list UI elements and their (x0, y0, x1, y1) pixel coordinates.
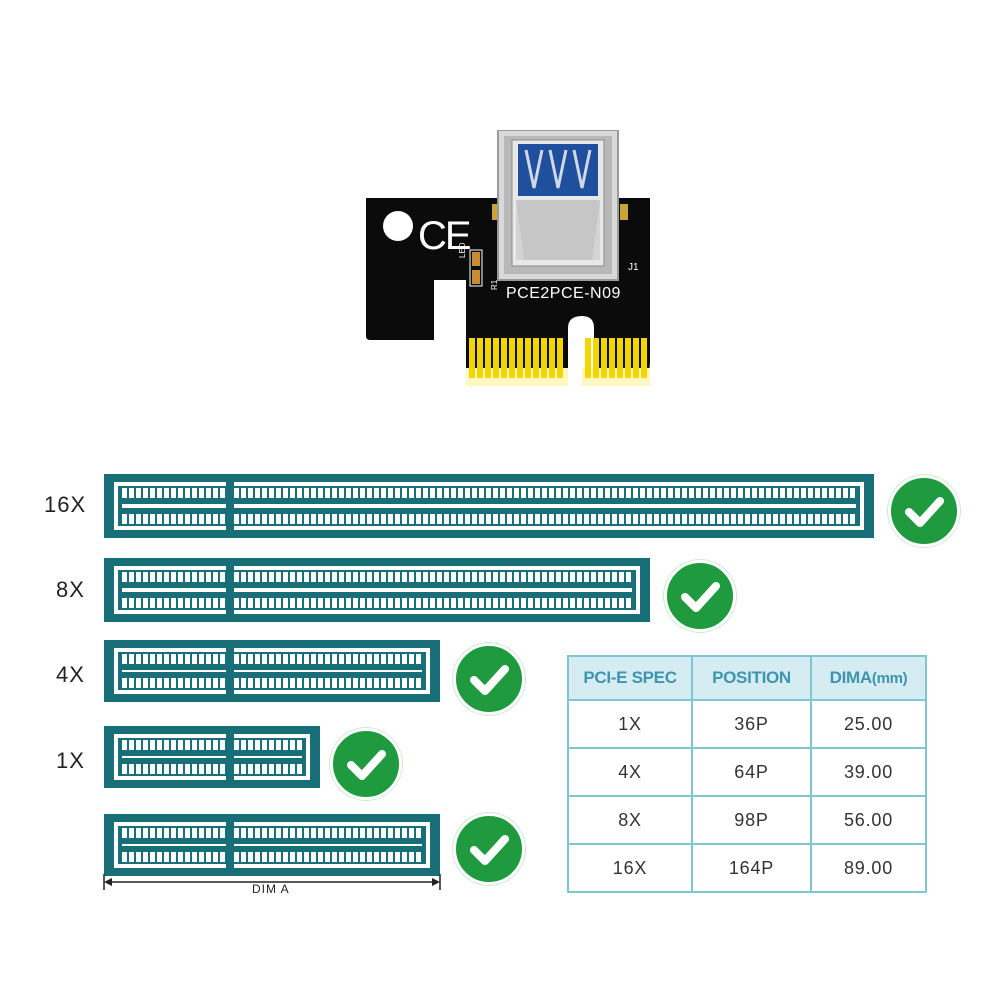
pcie-spec-table: PCI-E SPEC POSITION DIMA(mm) 1X 36P 25.0… (567, 655, 927, 893)
riser-board-graphic (366, 130, 650, 386)
check-icon (888, 475, 960, 547)
table-row: 16X 164P 89.00 (567, 843, 927, 893)
component-outline (469, 249, 483, 287)
dimension-label: DIM A (252, 882, 290, 896)
table-header-row: PCI-E SPEC POSITION DIMA(mm) (567, 655, 927, 701)
led-label: LED (458, 242, 467, 258)
table-cell: 56.00 (810, 795, 927, 845)
header-pcie-spec: PCI-E SPEC (567, 655, 693, 701)
led-component (472, 252, 480, 266)
board-model-label: PCE2PCE-N09 (506, 285, 621, 302)
table-cell: 89.00 (810, 843, 927, 893)
pcie-slot-dimension-example (104, 814, 440, 876)
table-cell: 16X (567, 843, 693, 893)
ce-mark: CE (418, 214, 472, 258)
slot-label-4x: 4X (56, 662, 85, 687)
slot-label-8x: 8X (56, 577, 85, 602)
table-cell: 8X (567, 795, 693, 845)
table-cell: 39.00 (810, 747, 927, 797)
table-cell: 64P (691, 747, 812, 797)
check-icon (664, 560, 736, 632)
table-cell: 4X (567, 747, 693, 797)
r1-component (472, 270, 480, 284)
header-position: POSITION (691, 655, 812, 701)
table-cell: 1X (567, 699, 693, 749)
pcie-slot-1x (104, 726, 320, 788)
pcie-slot-4x (104, 640, 440, 702)
check-icon (453, 813, 525, 885)
pcb-edge-right (582, 368, 650, 386)
pad-right (620, 204, 628, 220)
table-row: 1X 36P 25.00 (567, 699, 927, 749)
table-cell: 98P (691, 795, 812, 845)
riser-board: CE PCE2PCE-N09 J1 LED R1 (366, 130, 656, 390)
pcie-slot-16x (104, 474, 874, 538)
check-icon (330, 728, 402, 800)
table-row: 4X 64P 39.00 (567, 747, 927, 797)
table-cell: 164P (691, 843, 812, 893)
pad-left (492, 204, 500, 220)
header-dima-unit: (mm) (871, 670, 908, 687)
check-icon (453, 643, 525, 715)
usb3-connector (497, 130, 619, 281)
table-cell: 36P (691, 699, 812, 749)
table-row: 8X 98P 56.00 (567, 795, 927, 845)
j1-label: J1 (628, 262, 639, 273)
slot-label-16x: 16X (44, 492, 87, 517)
slot-label-1x: 1X (56, 748, 85, 773)
r1-label: R1 (490, 279, 499, 290)
header-dima-label: DIMA (829, 668, 873, 687)
header-dima: DIMA(mm) (810, 655, 927, 701)
gold-fingers-right (585, 338, 647, 378)
mounting-hole (383, 211, 413, 241)
pcie-slot-8x (104, 558, 650, 622)
dimension-arrow (103, 874, 441, 890)
table-cell: 25.00 (810, 699, 927, 749)
gold-fingers-left (469, 338, 563, 378)
